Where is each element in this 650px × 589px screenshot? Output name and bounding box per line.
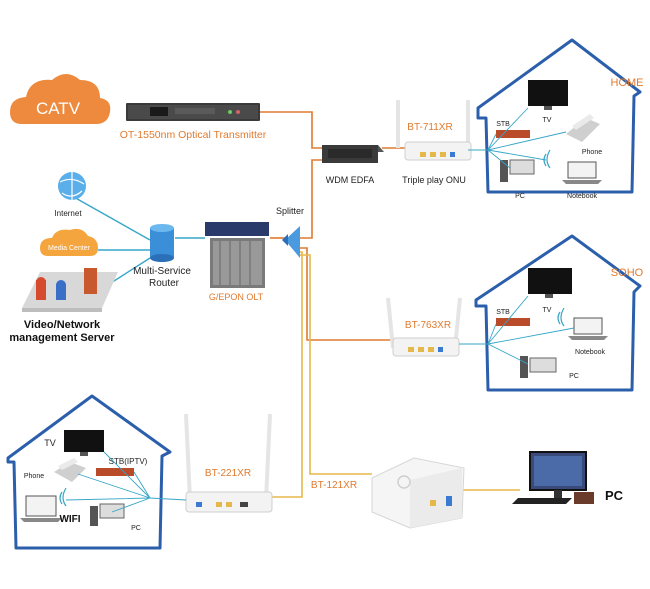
bt121-device-label: BT-121XR (311, 480, 357, 491)
soho-house: SOHO TV STB Notebook PC (459, 234, 644, 392)
soho-stb-icon (496, 318, 530, 326)
home-title: HOME (611, 77, 644, 89)
bt121-pc: PC (512, 451, 624, 504)
soho-pc-icon (520, 356, 528, 378)
home-tv-label: TV (543, 117, 552, 124)
media-center-label: Media Center (48, 245, 91, 252)
home-stb-icon (496, 130, 530, 138)
bottom-phone-label: Phone (24, 473, 44, 480)
catv-cloud: CATV (10, 74, 111, 124)
line-splitter-bt221 (270, 251, 303, 498)
wdm-label: WDM EDFA (326, 175, 375, 185)
soho-notebook-icon (573, 317, 603, 335)
bottom-notebook-icon (25, 495, 57, 517)
home-notebook-icon (567, 161, 597, 179)
olt-label: G/EPON OLT (209, 292, 264, 302)
gepon-olt: G/EPON OLT (205, 222, 269, 302)
bottom-stb-icon (96, 468, 134, 476)
multi-service-router: Multi-Service Router (133, 224, 191, 289)
home-phone-label: Phone (582, 149, 602, 156)
home-pc-label: PC (515, 193, 525, 200)
management-server: Video/Network management Server (9, 268, 118, 344)
soho-title: SOHO (611, 267, 644, 279)
bt221-device-label: BT-221XR (205, 468, 251, 479)
soho-wifi-icon (557, 307, 565, 327)
line-wdm-splitter (300, 159, 322, 239)
home-phone-icon (566, 114, 600, 142)
bottom-phone-icon (54, 458, 86, 482)
connection-lines (71, 111, 520, 498)
bottom-wifi-label: WIFI (59, 514, 80, 525)
media-center: Media Center (40, 228, 98, 256)
bt121-onu: BT-121XR (311, 457, 465, 529)
home-device-label: BT-711XR (407, 122, 452, 133)
transmitter-label: OT-1550nm Optical Transmitter (120, 129, 267, 141)
server-label-line1: Video/Network (24, 319, 101, 331)
internet-label: Internet (54, 209, 82, 218)
soho-device-label: BT-763XR (405, 320, 451, 331)
line-transmitter-wdm (260, 111, 322, 149)
home-notebook-label: Notebook (567, 193, 597, 200)
splitter-label: Splitter (276, 206, 304, 216)
line-internet-router (71, 195, 151, 241)
internet: Internet (54, 172, 86, 218)
soho-notebook-label: Notebook (575, 349, 605, 356)
bottom-tv-label: TV (44, 438, 56, 448)
home-stb-label: STB (496, 121, 510, 128)
splitter: Splitter (276, 206, 304, 258)
triple-play-onu: BT-711XR Triple play ONU (396, 100, 472, 185)
soho-stb-label: STB (496, 309, 510, 316)
catv-label: CATV (36, 99, 81, 118)
home-house: HOME TV STB Phone PC Notebook (468, 38, 644, 200)
soho-onu: BT-763XR (386, 297, 462, 357)
home-wifi-icon (543, 149, 551, 169)
router-label-line1: Multi-Service (133, 266, 191, 277)
optical-transmitter: OT-1550nm Optical Transmitter (120, 103, 267, 141)
bottom-tv-icon (64, 430, 104, 452)
bottom-pc-icon (90, 506, 98, 526)
bottom-house: TV STB(IPTV) Phone WIFI PC (6, 394, 187, 550)
wdm-edfa: WDM EDFA (322, 145, 384, 185)
bottom-stb-label: STB(IPTV) (109, 457, 148, 466)
router-label-line2: Router (149, 278, 180, 289)
bt121-pc-label: PC (605, 488, 624, 503)
triple-play-label: Triple play ONU (402, 175, 466, 185)
soho-tv-icon (528, 268, 572, 294)
home-pc-icon (500, 160, 508, 182)
line-splitter-bt121 (300, 254, 372, 475)
soho-tv-label: TV (543, 307, 552, 314)
soho-pc-label: PC (569, 373, 579, 380)
line-splitter-soho (300, 247, 393, 341)
bottom-pc-label: PC (131, 525, 141, 532)
bottom-wifi-icon (59, 487, 67, 507)
bt221-onu: BT-221XR (184, 413, 273, 513)
server-label-line2: management Server (9, 332, 115, 344)
home-tv-icon (528, 80, 568, 106)
